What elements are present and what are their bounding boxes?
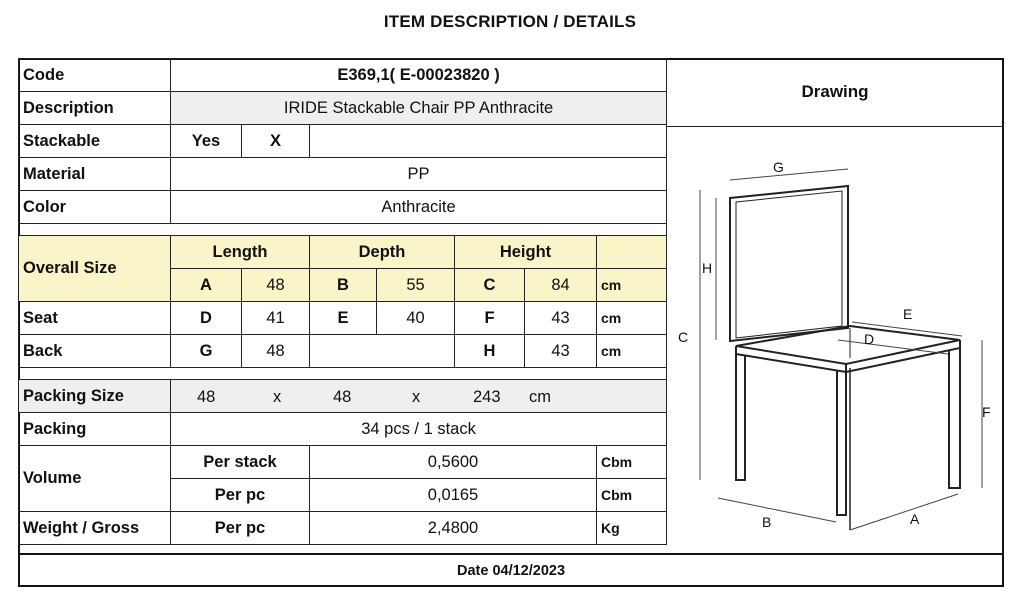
back-g-value: 48 [241,334,310,368]
date-footer: Date 04/12/2023 [18,553,1004,587]
packing-size-row: Packing Size 48 x 48 x 243 cm [18,379,668,413]
seat-e-value: 40 [376,301,455,335]
code-row: Code E369,1( E-00023820 ) [18,58,668,92]
stackable-label: Stackable [18,124,171,158]
overall-header-empty [595,235,668,269]
drawing-letter-h: H [702,260,712,276]
material-row: Material PP [18,157,668,191]
packing-label: Packing [18,412,171,446]
overall-height-value: 84 [524,268,597,302]
seat-front-edge [735,346,847,374]
seat-d-value: 41 [241,301,310,335]
volume-stack-row: Volume Per stack 0,5600 Cbm [18,445,668,512]
seat-f-value: 43 [524,301,597,335]
back-unit: cm [595,334,668,368]
seat-letter-f: F [454,301,525,335]
overall-letter-b: B [309,268,377,302]
drawing-letter-f: F [982,404,991,420]
back-letter-g: G [170,334,242,368]
packing-size-cell: 48 x 48 x 243 cm [169,379,668,413]
seat-row: Seat D 41 E 40 F 43 cm [18,301,668,335]
volume-per-stack-unit: Cbm [595,445,668,479]
weight-per-pc-label: Per pc [170,511,310,545]
color-label: Color [18,190,171,224]
overall-unit: cm [595,268,668,302]
drawing-header-divider [666,126,1004,127]
height-header: Height [454,235,597,269]
back-empty [309,334,455,368]
material-value: PP [169,157,668,191]
packing-width: 48 [333,387,352,406]
backrest-inner [735,190,843,339]
overall-letter-c: C [454,268,525,302]
overall-length-value: 48 [241,268,310,302]
backrest-outline [729,184,849,343]
description-row: Description IRIDE Stackable Chair PP Ant… [18,91,668,125]
leg-back-right [948,348,961,489]
dim-e-line [851,321,963,337]
volume-pc-row: Per pc 0,0165 Cbm [19,478,668,512]
overall-depth-value: 55 [376,268,455,302]
leg-front-left [735,354,746,481]
packing-value: 34 pcs / 1 stack [169,412,668,446]
dim-d-line [837,339,949,355]
spec-table: Code E369,1( E-00023820 ) Description IR… [17,58,668,545]
weight-row: Weight / Gross Per pc 2,4800 Kg [18,511,668,545]
weight-label: Weight / Gross [18,511,171,545]
back-h-value: 43 [524,334,597,368]
packing-height: 243 [473,387,501,406]
volume-per-pc-label: Per pc [170,478,310,512]
packing-length: 48 [197,387,216,406]
color-value: Anthracite [169,190,668,224]
volume-per-stack-label: Per stack [170,445,310,479]
seat-letter-d: D [170,301,242,335]
description-value: IRIDE Stackable Chair PP Anthracite [169,91,668,125]
seat-unit: cm [595,301,668,335]
packing-size-label: Packing Size [18,379,171,413]
code-value: E369,1( E-00023820 ) [169,58,668,92]
color-row: Color Anthracite [18,190,668,224]
packing-sep-1: x [273,387,282,406]
dim-g-line [729,168,849,181]
code-label: Code [18,58,171,92]
leg-front-right [836,371,847,516]
dim-b-line [717,497,837,523]
chair-drawing: G H C E D F B A [678,159,991,531]
seat-label: Seat [18,301,171,335]
packing-size-unit: cm [529,387,551,406]
packing-row: Packing 34 pcs / 1 stack [18,412,668,446]
page-title: ITEM DESCRIPTION / DETAILS [383,12,637,31]
volume-per-pc-value: 0,0165 [309,478,597,512]
dim-a-line [849,493,959,531]
drawing-letter-g: G [773,159,784,175]
length-header: Length [170,235,310,269]
material-label: Material [18,157,171,191]
stackable-mark: X [241,124,310,158]
weight-value: 2,4800 [309,511,597,545]
overall-letter-a: A [170,268,242,302]
drawing-letter-b: B [762,514,771,530]
stackable-empty [308,124,668,158]
back-label: Back [18,334,171,368]
packing-sep-2: x [412,387,421,406]
stackable-yes: Yes [170,124,242,158]
overall-size-label: Overall Size [18,235,171,302]
drawing-letter-e: E [903,306,912,322]
volume-label: Volume [18,445,171,512]
volume-per-stack-value: 0,5600 [309,445,597,479]
drawing-label: Drawing [801,82,869,101]
volume-per-pc-unit: Cbm [595,478,668,512]
drawing-letter-a: A [910,511,920,527]
drawing-letter-c: C [678,329,688,345]
back-letter-h: H [454,334,525,368]
weight-unit: Kg [595,511,668,545]
overall-header-row: Overall Size Length Depth Height [18,235,668,302]
seat-letter-e: E [309,301,377,335]
depth-header: Depth [309,235,455,269]
back-row: Back G 48 H 43 cm [18,334,668,368]
drawing-letter-d: D [864,331,874,347]
description-label: Description [18,91,171,125]
stackable-row: Stackable Yes X [18,124,668,158]
